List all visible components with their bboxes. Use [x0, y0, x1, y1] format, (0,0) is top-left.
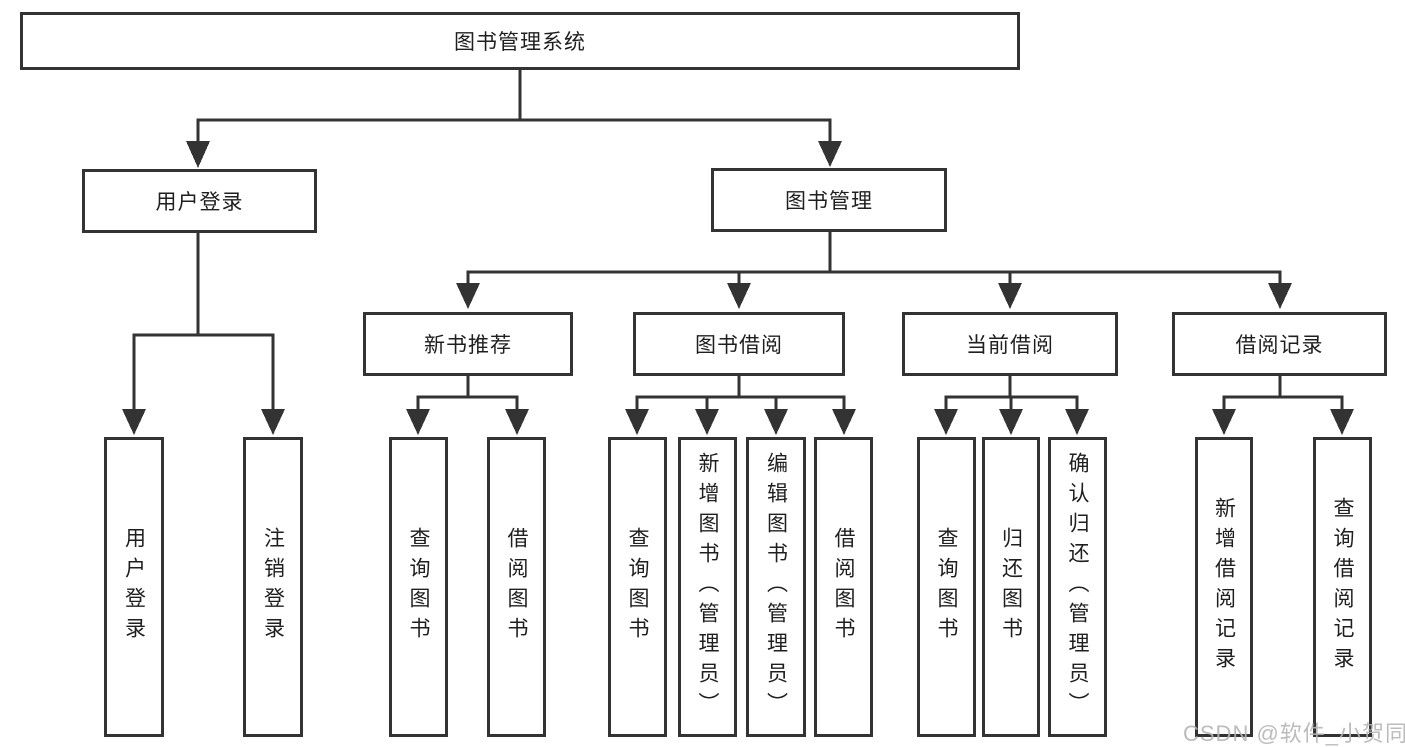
leaf-bb-add-book-admin: 新增图书（管理员） — [678, 437, 737, 737]
node-label: 图书借阅 — [695, 334, 783, 357]
node-label: 当前借阅 — [966, 334, 1054, 357]
connector-book-management-children — [456, 232, 1292, 309]
leaf-nbr-search-books: 查询图书 — [389, 437, 448, 737]
node-label: 用户登录 — [155, 191, 244, 214]
node-label: 图书管理系统 — [454, 31, 586, 54]
leaf-label: 注销登录 — [261, 527, 285, 647]
connector-book-borrowing-children — [625, 375, 856, 435]
node-label: 图书管理 — [785, 190, 873, 213]
leaf-bb-edit-book-admin: 编辑图书（管理员） — [746, 437, 806, 737]
leaf-cb-confirm-return-admin: 确认归还（管理员） — [1048, 437, 1107, 737]
connector-new-book-recommendation-children — [406, 375, 529, 435]
leaf-br-add-borrow-record: 新增借阅记录 — [1195, 437, 1253, 737]
leaf-bb-search-books: 查询图书 — [608, 437, 667, 737]
connector-user-login-children — [122, 233, 285, 435]
node-label: 新书推荐 — [424, 334, 512, 357]
node-new-book-recommendation: 新书推荐 — [363, 312, 573, 376]
leaf-label: 查询图书 — [407, 527, 430, 647]
node-current-borrowing: 当前借阅 — [902, 312, 1118, 376]
node-user-login: 用户登录 — [82, 169, 317, 233]
leaf-cb-return-books: 归还图书 — [982, 437, 1040, 737]
connector-borrowing-records-children — [1212, 375, 1354, 435]
leaf-label: 编辑图书（管理员） — [764, 452, 788, 722]
node-library-management-system: 图书管理系统 — [20, 12, 1020, 70]
node-label: 借阅记录 — [1235, 334, 1324, 357]
leaf-logout: 注销登录 — [243, 437, 303, 737]
connector-current-borrowing-children — [934, 375, 1089, 435]
csdn-watermark: CSDN @软件_小贺同学 — [1183, 721, 1405, 746]
leaf-label: 用户登录 — [122, 527, 146, 647]
node-book-management: 图书管理 — [711, 168, 947, 232]
leaf-nbr-borrow-books: 借阅图书 — [487, 437, 546, 737]
leaf-cb-search-books: 查询图书 — [917, 437, 976, 737]
leaf-label: 借阅图书 — [832, 527, 855, 647]
leaf-label: 确认归还（管理员） — [1066, 452, 1089, 722]
leaf-label: 查询借阅记录 — [1331, 497, 1354, 677]
node-book-borrowing: 图书借阅 — [633, 312, 845, 376]
leaf-user-login: 用户登录 — [104, 437, 164, 737]
leaf-br-search-borrow-record: 查询借阅记录 — [1313, 437, 1372, 737]
node-borrowing-records: 借阅记录 — [1172, 312, 1387, 376]
leaf-label: 新增借阅记录 — [1212, 497, 1236, 677]
connector-root-to-level1 — [186, 70, 842, 168]
leaf-label: 查询图书 — [935, 527, 958, 647]
leaf-label: 查询图书 — [626, 527, 649, 647]
leaf-label: 归还图书 — [999, 527, 1023, 647]
leaf-bb-borrow-books: 借阅图书 — [814, 437, 873, 737]
leaf-label: 新增图书（管理员） — [696, 452, 719, 722]
leaf-label: 借阅图书 — [505, 527, 528, 647]
